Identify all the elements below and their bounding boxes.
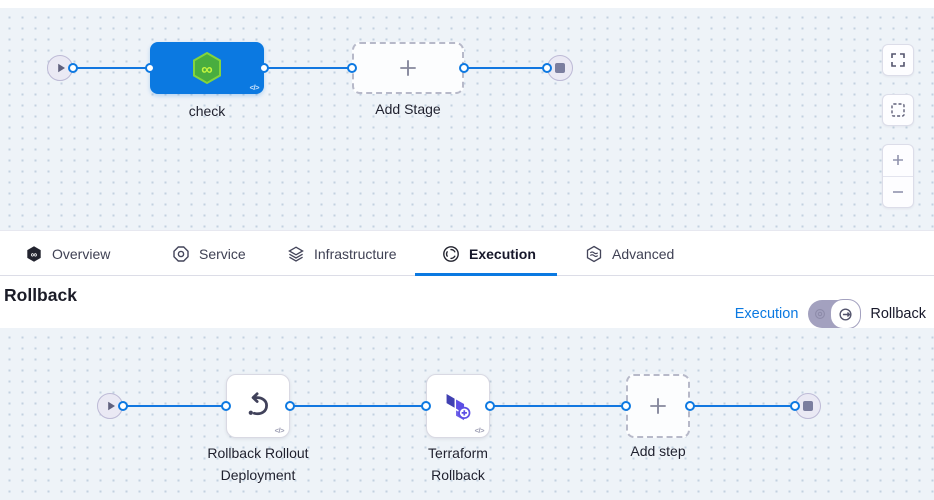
stop-icon xyxy=(555,63,565,73)
step-label: Rollback Rollout Deployment xyxy=(207,445,309,483)
plus-icon xyxy=(650,398,666,414)
infrastructure-icon xyxy=(288,245,304,262)
link-port[interactable] xyxy=(421,401,431,411)
tab-label: Execution xyxy=(469,245,536,262)
step-link-line xyxy=(123,405,226,407)
zoom-control-group xyxy=(882,144,914,208)
tab-execution[interactable]: Execution xyxy=(442,231,536,276)
stage-node-check[interactable]: ∞ </> xyxy=(150,42,264,94)
stage-link-line xyxy=(73,67,150,69)
link-port[interactable] xyxy=(790,401,800,411)
svg-text:∞: ∞ xyxy=(31,249,38,259)
top-spacer xyxy=(0,0,934,8)
stage-label: check xyxy=(188,103,226,119)
tab-advanced[interactable]: Advanced xyxy=(585,231,674,276)
add-step-button[interactable] xyxy=(626,374,690,438)
zoom-out-icon xyxy=(893,190,903,193)
harness-stage-icon: ∞ xyxy=(193,51,221,85)
rollback-section-header: Rollback Execution Rollback xyxy=(0,276,934,329)
link-port[interactable] xyxy=(485,401,495,411)
marquee-select-button[interactable] xyxy=(882,94,914,126)
step-link-line xyxy=(490,405,626,407)
mode-execution-link[interactable]: Execution xyxy=(734,306,799,322)
execution-mini-icon xyxy=(815,309,826,319)
link-port[interactable] xyxy=(259,63,269,73)
service-icon xyxy=(173,245,189,262)
tab-label: Overview xyxy=(52,245,111,262)
undo-arrow-icon xyxy=(248,392,268,416)
step-link-line xyxy=(290,405,426,407)
link-port[interactable] xyxy=(68,63,78,73)
fit-to-screen-button[interactable] xyxy=(882,44,914,76)
plus-icon xyxy=(400,60,416,76)
step-link-line xyxy=(690,405,795,407)
marquee-icon xyxy=(891,103,905,117)
stop-icon xyxy=(803,401,813,411)
tab-label: Infrastructure xyxy=(314,245,397,262)
add-stage-label: Add Stage xyxy=(375,101,441,117)
link-port[interactable] xyxy=(685,401,695,411)
link-port[interactable] xyxy=(347,63,357,73)
mode-toggle[interactable] xyxy=(808,299,862,329)
step-label: Terraform Rollback xyxy=(428,445,488,483)
tab-service[interactable]: Service xyxy=(172,231,246,276)
add-step-label: Add step xyxy=(630,443,686,459)
link-port[interactable] xyxy=(621,401,631,411)
stage-config-tabbar: ∞ Overview Service Infrastructure xyxy=(0,230,934,276)
link-port[interactable] xyxy=(145,63,155,73)
execution-icon xyxy=(443,245,459,262)
zoom-in-icon xyxy=(893,155,903,166)
step-node-terraform-rollback[interactable]: </> xyxy=(426,374,490,438)
stage-link-line xyxy=(264,67,352,69)
link-port[interactable] xyxy=(118,401,128,411)
stage-canvas: ∞ </> check Add Stage xyxy=(0,8,934,230)
expand-icon xyxy=(891,53,905,67)
step-node-rollback-rollout[interactable]: </> xyxy=(226,374,290,438)
add-stage-button[interactable] xyxy=(352,42,464,94)
overview-icon: ∞ xyxy=(27,245,41,262)
tab-infrastructure[interactable]: Infrastructure xyxy=(287,231,396,276)
mode-rollback-label: Rollback xyxy=(870,306,926,322)
zoom-in-button[interactable] xyxy=(883,145,913,177)
section-title: Rollback xyxy=(4,285,77,305)
stage-link-line xyxy=(464,67,547,69)
toggle-knob xyxy=(830,299,862,329)
rollback-mini-icon xyxy=(839,307,852,321)
tab-label: Service xyxy=(199,245,246,262)
execution-rollback-switch: Execution Rollback xyxy=(734,299,926,329)
advanced-icon xyxy=(586,245,602,262)
link-port[interactable] xyxy=(459,63,469,73)
tab-overview[interactable]: ∞ Overview xyxy=(25,231,110,276)
rollback-execution-canvas: </> Rollback Rollout Deployment </> Terr… xyxy=(0,328,934,500)
tab-label: Advanced xyxy=(612,245,675,262)
link-port[interactable] xyxy=(542,63,552,73)
yaml-code-badge: </> xyxy=(274,426,285,435)
link-port[interactable] xyxy=(221,401,231,411)
zoom-out-button[interactable] xyxy=(883,177,913,208)
play-icon xyxy=(58,63,65,73)
terraform-icon xyxy=(446,394,471,421)
yaml-code-badge: </> xyxy=(249,83,260,92)
link-port[interactable] xyxy=(285,401,295,411)
active-tab-underline xyxy=(415,273,557,276)
svg-text:∞: ∞ xyxy=(201,62,212,79)
yaml-code-badge: </> xyxy=(474,426,485,435)
play-icon xyxy=(108,401,115,411)
